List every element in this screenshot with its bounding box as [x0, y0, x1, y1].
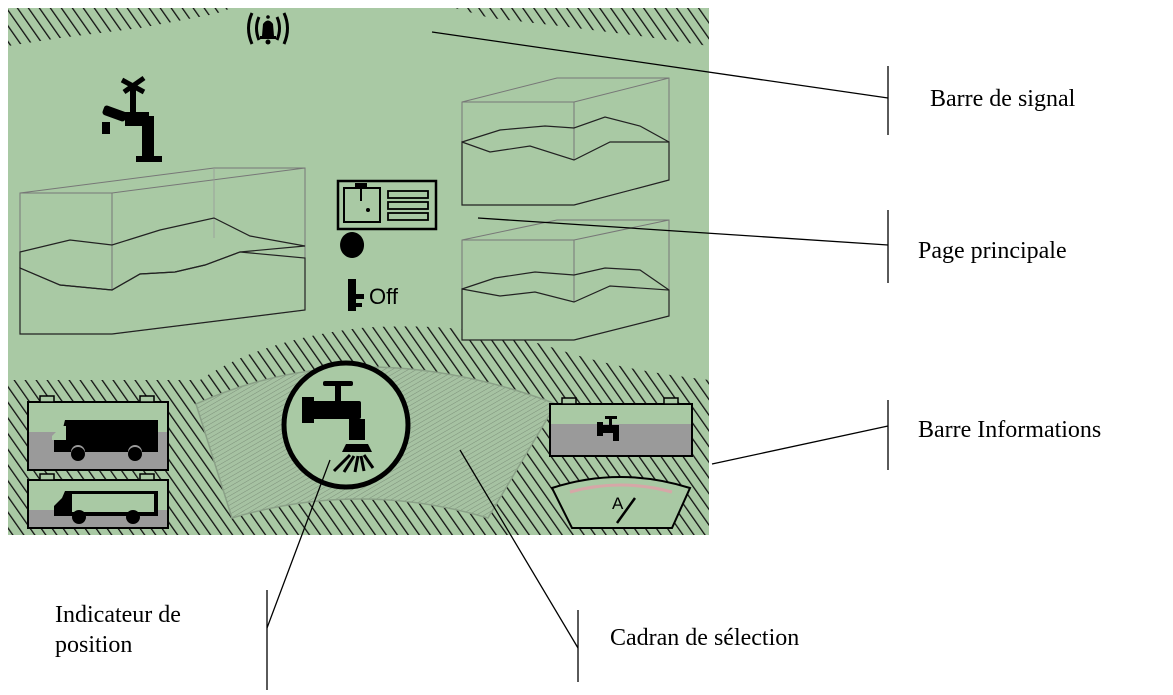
callout-main-page: Page principale — [918, 238, 1067, 264]
ammeter-gauge: A — [550, 476, 692, 529]
tank-upper-right — [461, 77, 670, 206]
tap-icon — [102, 75, 162, 162]
tank-lower-right — [461, 219, 670, 341]
key-status: Off — [369, 284, 399, 309]
gauge-label: A — [612, 494, 624, 513]
info-box-motorhome-2 — [27, 473, 169, 529]
callout-position-indicator: Indicateur de position — [55, 602, 181, 658]
tap-icon — [597, 416, 619, 441]
info-box-tap — [549, 397, 693, 457]
sink-icon — [336, 179, 438, 231]
callout-signal-bar: Barre de signal — [930, 86, 1076, 112]
selection-dial — [195, 360, 558, 519]
water-tap-icon — [302, 381, 375, 473]
motorhome-icon — [54, 491, 158, 524]
signal-bar — [8, 8, 709, 46]
key-icon — [340, 232, 365, 311]
info-box-motorhome-1 — [27, 395, 169, 471]
callout-selection-dial: Cadran de sélection — [610, 625, 800, 651]
callout-lines — [266, 31, 889, 690]
motorhome-icon — [52, 420, 158, 461]
position-indicator — [281, 360, 411, 490]
tank-large-left — [19, 167, 306, 335]
callout-info-bar: Barre Informations — [918, 417, 1102, 443]
bell-alarm-icon — [247, 12, 289, 45]
